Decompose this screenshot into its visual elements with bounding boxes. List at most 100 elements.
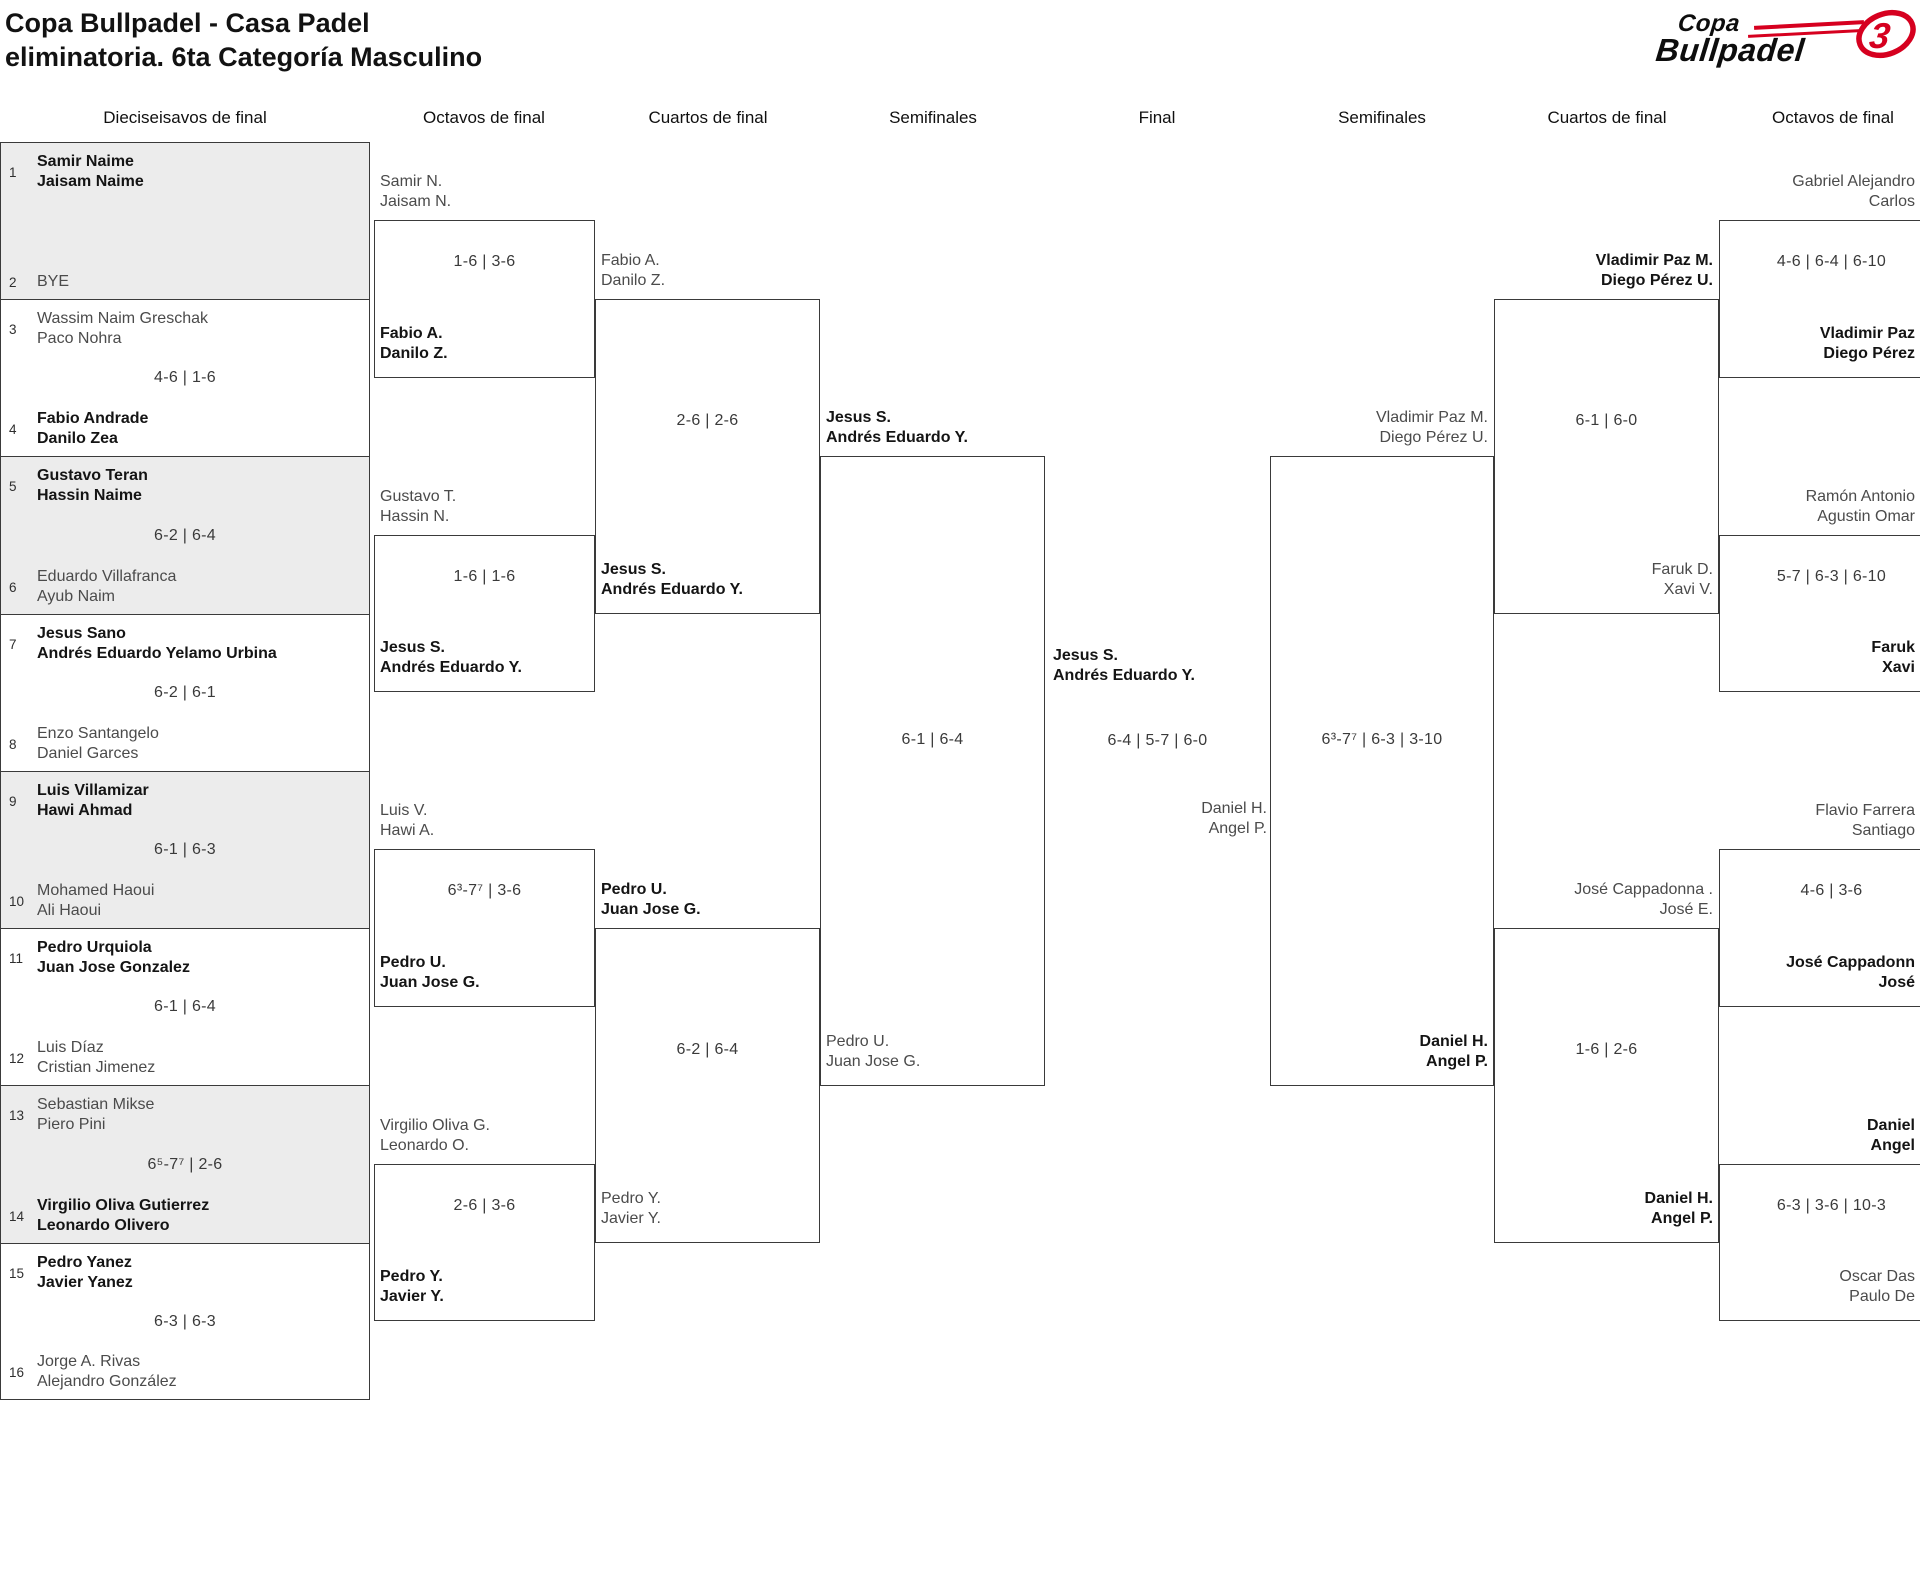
team-name: Pedro Y.Javier Y.	[601, 1190, 661, 1227]
final-winner-name: Jesus S.Andrés Eduardo Y.	[1053, 647, 1195, 684]
round-header-octavos-right: Octavos de final	[1772, 108, 1894, 127]
round-header-cuartos-right: Cuartos de final	[1547, 108, 1667, 127]
match-score: 6³-7⁷ | 6-3 | 3-10	[1321, 731, 1443, 748]
team-name: Virgilio Oliva G.Leonardo O.	[380, 1117, 490, 1154]
match-score: 4-6 | 1-6	[154, 369, 216, 386]
match-score: 1-6 | 1-6	[453, 568, 516, 585]
seed-number: 2	[9, 274, 17, 290]
team-name: Faruk D.Xavi V.	[1651, 561, 1713, 598]
page-title: Copa Bullpadel - Casa Padel eliminatoria…	[5, 6, 482, 74]
round-header-cuartos-left: Cuartos de final	[648, 108, 768, 127]
match-box-r16-left-4: Virgilio Oliva G.Leonardo O. 2-6 | 3-6 P…	[374, 1117, 595, 1321]
match-score: 4-6 | 3-6	[1800, 882, 1863, 899]
logo-stripe-icon	[1753, 20, 1865, 30]
match-box-r16-left-2: Gustavo T.Hassin N. 1-6 | 1-6 Jesus S.An…	[374, 488, 595, 692]
seed-number: 16	[9, 1364, 25, 1380]
match-score: 6⁵-7⁷ | 2-6	[147, 1155, 223, 1173]
team-name: Daniel H.Angel P.	[1644, 1190, 1713, 1227]
seed-number: 5	[9, 478, 17, 494]
match-box-qf-left-2: Pedro U.Juan Jose G. 6-2 | 6-4 Pedro Y.J…	[595, 881, 820, 1243]
seed-number: 9	[9, 793, 17, 809]
match-score: 6-2 | 6-1	[154, 684, 216, 701]
team-name: Pedro U.Juan Jose G.	[826, 1033, 921, 1070]
team-name: Pedro Y.Javier Y.	[380, 1268, 444, 1305]
team-name: Jesus S.Andrés Eduardo Y.	[826, 409, 968, 446]
team-name: Pedro U.Juan Jose G.	[380, 954, 480, 991]
seed-number: 8	[9, 736, 17, 752]
team-name: Samir N.Jaisam N.	[380, 173, 452, 210]
seed-number: 7	[9, 636, 17, 652]
match-score: 6-1 | 6-4	[154, 998, 216, 1015]
seed-number: 1	[9, 164, 17, 180]
seed-number: 15	[9, 1265, 25, 1281]
match-box-sf-right: Vladimir Paz M.Diego Pérez U. 6³-7⁷ | 6-…	[1270, 409, 1494, 1086]
seed-number: 13	[9, 1107, 25, 1123]
match-score: 6-3 | 6-3	[154, 1312, 216, 1330]
team-name: José Cappadonna .José E.	[1574, 881, 1713, 918]
match-score: 6-1 | 6-3	[154, 841, 216, 858]
team-name: Vladimir Paz M.Diego Pérez U.	[1595, 252, 1713, 289]
seed-number: 10	[9, 893, 25, 909]
seed-number: 3	[9, 321, 17, 337]
round-header-semis-left: Semifinales	[889, 108, 977, 127]
copa-bullpadel-logo: Copa Bullpadel 3	[1650, 4, 1918, 76]
team-name: Pedro U.Juan Jose G.	[601, 881, 701, 918]
match-score: 6-3 | 3-6 | 10-3	[1776, 1197, 1887, 1214]
match-score: 1-6 | 2-6	[1575, 1041, 1638, 1058]
match-score: 1-6 | 3-6	[453, 253, 516, 270]
match-box-qf-left-1: Fabio A.Danilo Z. 2-6 | 2-6 Jesus S.Andr…	[595, 252, 820, 614]
seed-number: 6	[9, 579, 17, 595]
seed-number: 12	[9, 1050, 25, 1066]
match-score: 2-6 | 2-6	[676, 412, 739, 429]
team-name: Daniel H.Angel P.	[1419, 1033, 1488, 1070]
seed-number: 14	[9, 1208, 25, 1224]
bullpadel-ball-icon: 3	[1854, 6, 1918, 67]
match-box-r16-left-1: Samir N.Jaisam N. 1-6 | 3-6 Fabio A.Dani…	[374, 173, 595, 378]
final-score: 6-4 | 5-7 | 6-0	[1107, 732, 1208, 749]
team-name: Vladimir Paz M.Diego Pérez U.	[1375, 409, 1488, 446]
match-score: 6³-7⁷ | 3-6	[447, 882, 522, 899]
match-box-qf-right-1: Vladimir Paz M.Diego Pérez U. 6-1 | 6-0 …	[1494, 252, 1719, 614]
team-name: Luis V.Hawi A.	[380, 802, 435, 839]
round-header-dieciseisavos: Dieciseisavos de final	[103, 108, 267, 127]
round-header-semis-right: Semifinales	[1338, 108, 1426, 127]
match-score: 4-6 | 6-4 | 6-10	[1776, 253, 1887, 270]
bracket-entry: 2 BYE	[9, 272, 361, 292]
logo-word-bullpadel: Bullpadel	[1654, 32, 1807, 68]
match-score: 6-2 | 6-4	[154, 526, 216, 544]
match-box-qf-right-2: José Cappadonna .José E. 1-6 | 2-6 Danie…	[1494, 881, 1719, 1243]
final-runnerup-name: Daniel H.Angel P.	[1201, 800, 1267, 837]
match-score: 6-1 | 6-4	[901, 731, 964, 748]
team-name: Fabio A.Danilo Z.	[601, 252, 666, 289]
